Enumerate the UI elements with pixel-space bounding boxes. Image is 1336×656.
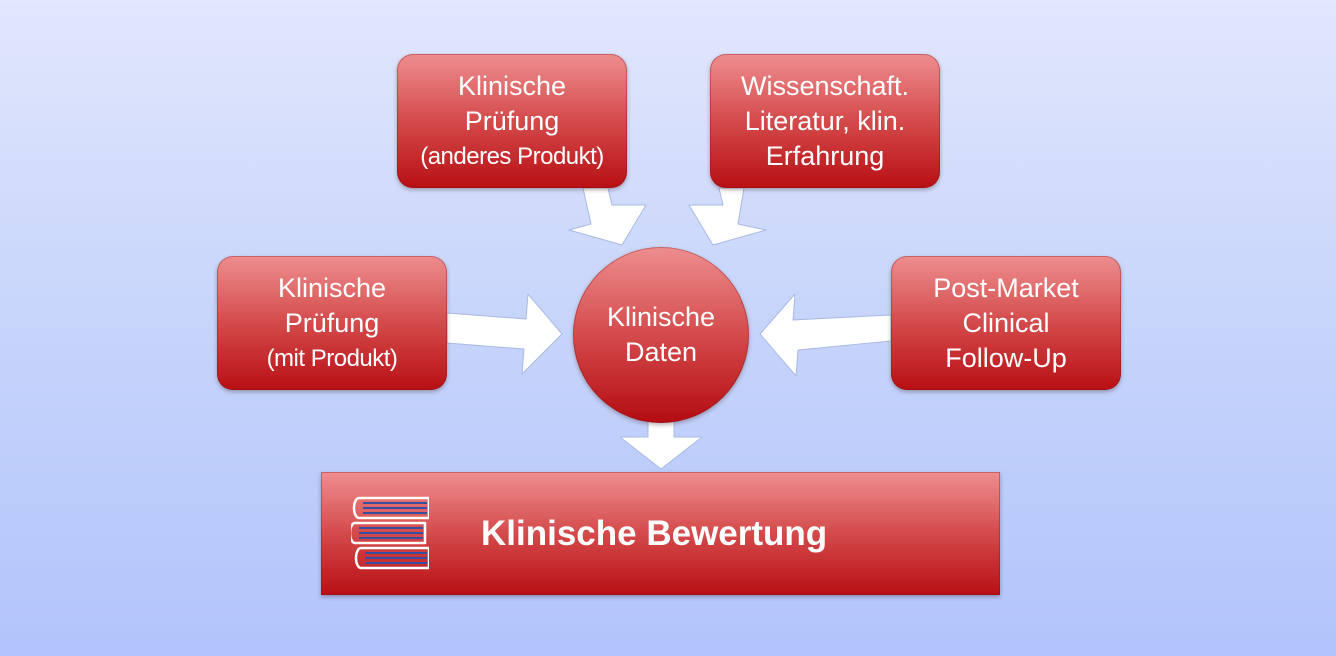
box-clinical-trial-other-product: Klinische Prüfung (anderes Produkt)	[397, 54, 627, 188]
center-line: Daten	[624, 337, 698, 367]
arrow-top-right-to-center	[688, 187, 767, 246]
box-line: (mit Produkt)	[266, 344, 398, 372]
center-clinical-data: Klinische Daten	[573, 247, 749, 423]
box-line: Post-Market	[933, 272, 1079, 303]
box-line: Wissenschaft.	[740, 70, 910, 101]
box-line: Erfahrung	[765, 140, 885, 171]
box-line: Klinische	[457, 70, 567, 101]
box-scientific-literature: Wissenschaft. Literatur, klin. Erfahrung	[710, 54, 940, 188]
arrow-right-to-center	[759, 293, 892, 377]
box-line: Follow-Up	[945, 342, 1067, 373]
box-line: Prüfung	[284, 307, 380, 338]
box-line: (anderes Produkt)	[420, 142, 604, 170]
arrow-top-left-to-center	[568, 187, 647, 246]
center-line: Klinische	[606, 302, 716, 332]
box-line: Clinical	[962, 307, 1050, 338]
box-line: Prüfung	[464, 105, 560, 136]
arrow-left-to-center	[446, 293, 563, 375]
arrow-center-to-result	[619, 419, 703, 470]
result-title: Klinische Bewertung	[481, 514, 828, 553]
books-icon	[351, 496, 429, 570]
result-clinical-evaluation: Klinische Bewertung	[321, 472, 1000, 595]
box-post-market-follow-up: Post-Market Clinical Follow-Up	[891, 256, 1121, 390]
box-clinical-trial-with-product: Klinische Prüfung (mit Produkt)	[217, 256, 447, 390]
box-line: Klinische	[277, 272, 387, 303]
box-line: Literatur, klin.	[744, 105, 906, 136]
